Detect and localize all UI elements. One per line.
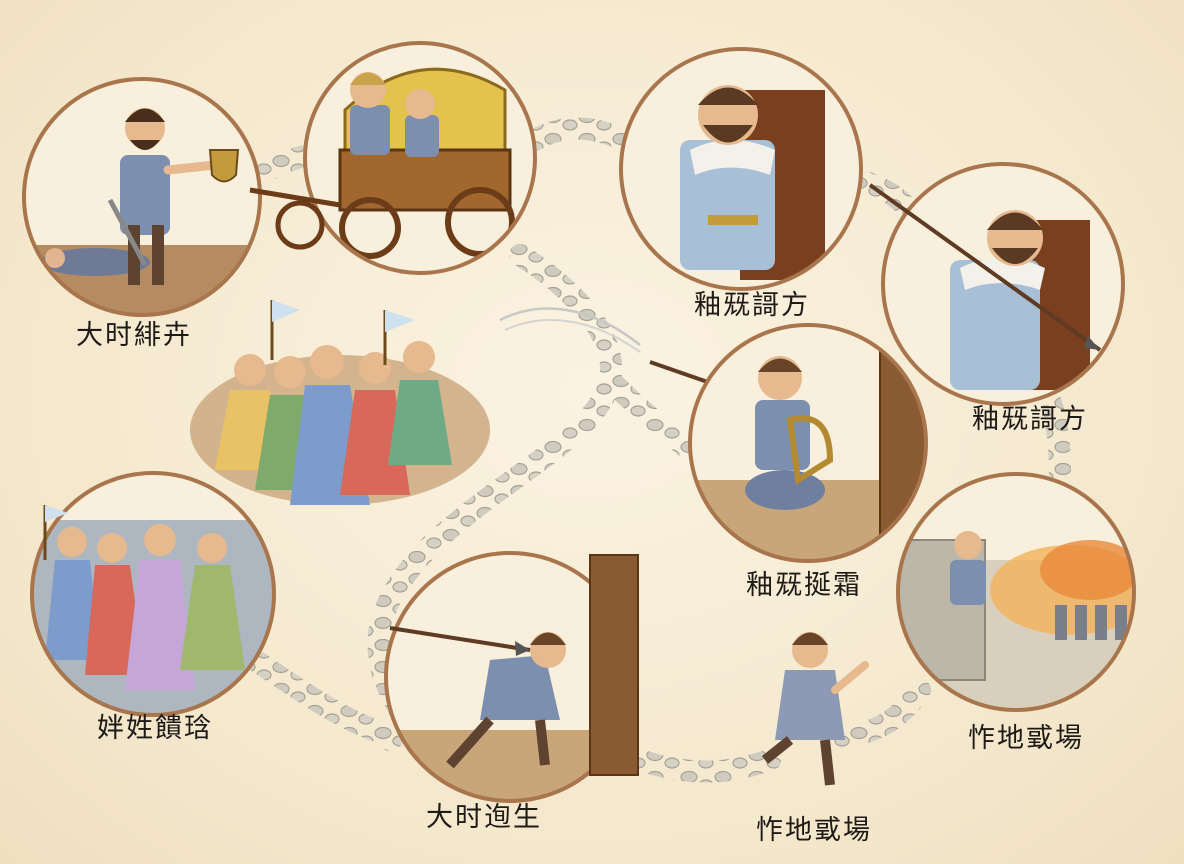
caption-saul-throne-1: 釉兓謌方 — [694, 290, 810, 321]
scene-harp-player — [688, 323, 928, 563]
scene-saul-throne-2 — [868, 162, 1125, 406]
scene-city-battle — [896, 472, 1136, 712]
caption-saul-throne-2: 釉兓謌方 — [972, 404, 1088, 435]
scene-women-dancing — [190, 300, 490, 505]
scene-dodging-spear — [384, 551, 639, 803]
caption-women-dancing: 姅姓饋琀 — [97, 713, 213, 744]
scene-goliath-victory — [22, 77, 262, 317]
caption-goliath-victory: 大时緋卉 — [76, 320, 192, 351]
caption-harp-player: 釉兓挻霜 — [746, 570, 862, 601]
caption-dodging-spear: 大时迿生 — [426, 802, 542, 833]
scene-running-boy — [761, 632, 869, 786]
scene-women-soldiers — [30, 471, 276, 717]
scene-saul-throne-1 — [619, 47, 863, 291]
caption-running-boy: 怍地戜場 — [756, 815, 872, 846]
caption-city-battle: 怍地戜場 — [968, 723, 1084, 754]
scene-chariot — [249, 41, 537, 275]
